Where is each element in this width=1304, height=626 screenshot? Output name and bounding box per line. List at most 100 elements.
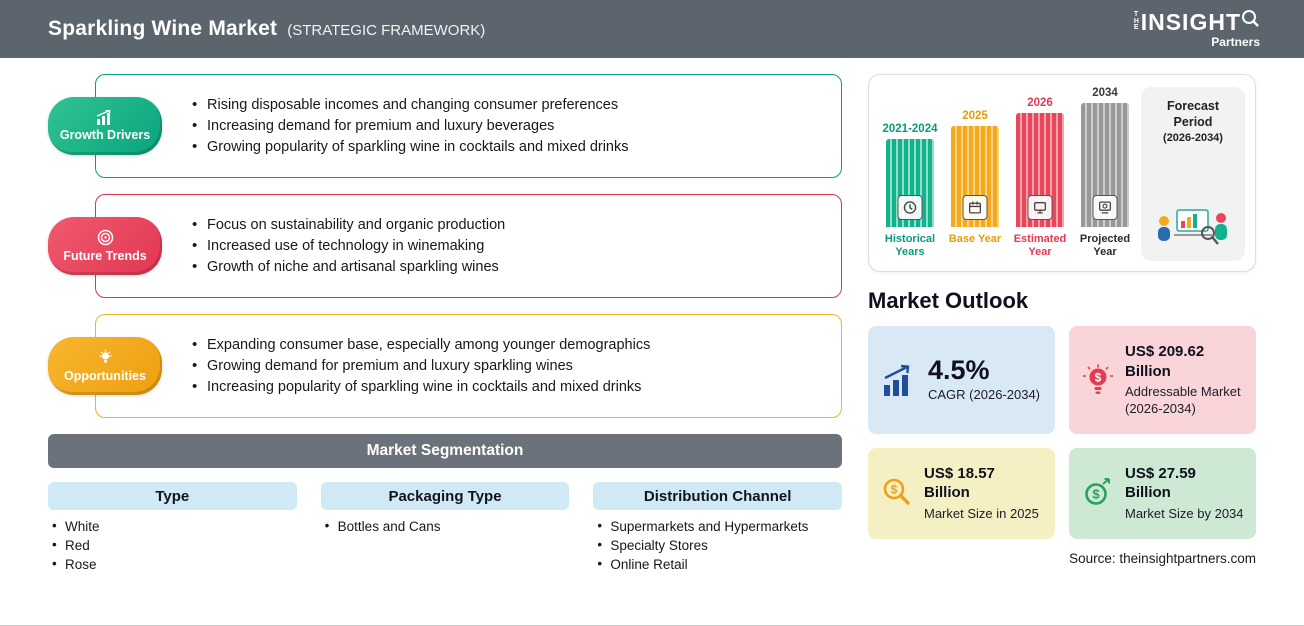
- segment-item: White: [52, 518, 297, 534]
- timeline-year: 2025: [962, 110, 988, 122]
- timeline-caption: Estimated Year: [1013, 233, 1067, 259]
- growth-drivers-label: Growth Drivers: [59, 128, 151, 142]
- segment-header-packaging: Packaging Type: [320, 482, 570, 510]
- header: Sparkling Wine Market (STRATEGIC FRAMEWO…: [0, 0, 1304, 58]
- projector-screen-icon: [1092, 195, 1118, 220]
- future-trends-section: Future Trends Focus on sustainability an…: [48, 194, 842, 298]
- timeline-bar-estimated: [1016, 113, 1064, 227]
- page-subtitle: (STRATEGIC FRAMEWORK): [287, 22, 486, 39]
- timeline-bar-historical: [886, 139, 934, 227]
- magnifier-dollar-icon: $: [880, 476, 914, 510]
- opportunities-label: Opportunities: [64, 369, 146, 383]
- future-trends-box: Focus on sustainability and organic prod…: [95, 194, 842, 298]
- segment-column-packaging: Packaging Type Bottles and Cans: [320, 482, 570, 576]
- timeline-caption: Projected Year: [1079, 233, 1131, 259]
- addressable-market-card: $ US$ 209.62 Billion Addressable Market …: [1069, 326, 1256, 434]
- computer-icon: [1027, 195, 1053, 220]
- opportunities-box: Expanding consumer base, especially amon…: [95, 314, 842, 418]
- lightbulb-icon: [97, 349, 114, 366]
- market-size-2034-text: US$ 27.59 Billion Market Size by 2034: [1125, 464, 1244, 523]
- segment-header-type: Type: [48, 482, 297, 510]
- cagr-card: 4.5% CAGR (2026-2034): [868, 326, 1055, 434]
- logo-the-text: THE: [1133, 11, 1139, 32]
- segment-header-distribution: Distribution Channel: [593, 482, 843, 510]
- forecast-period-range: (2026-2034): [1163, 132, 1223, 145]
- segment-item: Red: [52, 537, 297, 553]
- growth-drivers-section: Growth Drivers Rising disposable incomes…: [48, 74, 842, 178]
- framework-column: Growth Drivers Rising disposable incomes…: [48, 74, 843, 576]
- svg-text:$: $: [891, 483, 898, 497]
- addressable-market-caption: Addressable Market (2026-2034): [1125, 384, 1241, 416]
- segment-column-distribution: Distribution Channel Supermarkets and Hy…: [593, 482, 843, 576]
- opportunities-section: Opportunities Expanding consumer base, e…: [48, 314, 842, 418]
- future-trends-label: Future Trends: [63, 249, 147, 263]
- future-trends-list: Focus on sustainability and organic prod…: [192, 212, 823, 280]
- bullet-item: Growing demand for premium and luxury sp…: [192, 357, 823, 374]
- outlook-cards: 4.5% CAGR (2026-2034) $ US$ 209.62 Billi…: [868, 326, 1256, 539]
- market-segmentation-header: Market Segmentation: [48, 434, 842, 468]
- market-outlook-title: Market Outlook: [868, 288, 1029, 313]
- cagr-card-text: 4.5% CAGR (2026-2034): [928, 354, 1040, 404]
- logo-partners-text: Partners: [1211, 34, 1260, 49]
- dollar-bulb-icon: $: [1081, 363, 1115, 397]
- svg-text:$: $: [1092, 487, 1100, 502]
- timeline-projected: 2034 Projected Year: [1076, 87, 1134, 261]
- market-size-2025-text: US$ 18.57 Billion Market Size in 2025: [924, 464, 1042, 523]
- segment-item: Online Retail: [597, 556, 842, 572]
- growth-drivers-list: Rising disposable incomes and changing c…: [192, 92, 823, 160]
- forecast-period-box: Forecast Period (2026-2034): [1141, 87, 1245, 261]
- addressable-market-value: US$ 209.62 Billion: [1125, 343, 1205, 380]
- timeline-bar-base: [951, 126, 999, 227]
- bullet-item: Increasing popularity of sparkling wine …: [192, 378, 823, 395]
- bullet-item: Expanding consumer base, especially amon…: [192, 336, 823, 353]
- timeline-caption: Historical Years: [884, 233, 936, 259]
- target-icon: [97, 229, 114, 246]
- opportunities-list: Expanding consumer base, especially amon…: [192, 332, 823, 400]
- timeline-year: 2026: [1027, 97, 1053, 109]
- magnifier-icon: [1240, 8, 1260, 32]
- bullet-item: Focus on sustainability and organic prod…: [192, 216, 823, 233]
- svg-text:$: $: [1095, 370, 1102, 384]
- bullet-item: Increased use of technology in winemakin…: [192, 237, 823, 254]
- timeline-historical: 2021-2024 Historical Years: [881, 87, 939, 261]
- market-size-2034-card: $ US$ 27.59 Billion Market Size by 2034: [1069, 447, 1256, 539]
- timeline-caption: Base Year: [948, 233, 1002, 245]
- brand-logo-top: THE INSIGHT: [1133, 8, 1260, 35]
- dollar-growth-icon: $: [1081, 476, 1115, 510]
- market-size-2025-caption: Market Size in 2025: [924, 505, 1039, 521]
- addressable-market-text: US$ 209.62 Billion Addressable Market (2…: [1125, 342, 1244, 418]
- analytics-illustration: [1150, 202, 1236, 255]
- segmentation-columns: Type White Red Rose Packaging Type Bottl…: [48, 482, 843, 576]
- market-size-2034-value: US$ 27.59 Billion: [1125, 464, 1196, 502]
- timeline-card: 2021-2024 Historical Years 2025: [868, 74, 1256, 272]
- opportunities-badge: Opportunities: [48, 337, 162, 395]
- segment-item: Supermarkets and Hypermarkets: [597, 518, 842, 534]
- timeline-estimated: 2026 Estimated Year: [1011, 87, 1069, 261]
- main-content: Growth Drivers Rising disposable incomes…: [0, 58, 1304, 576]
- timeline-year: 2034: [1092, 87, 1118, 99]
- brand-logo: THE INSIGHT Partners: [1133, 8, 1260, 49]
- future-trends-badge: Future Trends: [48, 217, 162, 275]
- segment-column-type: Type White Red Rose: [48, 482, 297, 576]
- source-attribution: Source: theinsightpartners.com: [1069, 550, 1256, 566]
- segment-items-packaging: Bottles and Cans: [321, 518, 570, 534]
- bullet-item: Increasing demand for premium and luxury…: [192, 117, 823, 134]
- market-size-2034-caption: Market Size by 2034: [1125, 505, 1244, 521]
- forecast-period-title: Forecast Period: [1166, 99, 1220, 129]
- bullet-item: Rising disposable incomes and changing c…: [192, 96, 823, 113]
- cagr-value: 4.5%: [928, 354, 990, 385]
- market-size-2025-card: $ US$ 18.57 Billion Market Size in 2025: [868, 447, 1055, 539]
- growth-drivers-badge: Growth Drivers: [48, 97, 162, 155]
- market-size-2025-value: US$ 18.57 Billion: [924, 464, 995, 502]
- timeline-year: 2021-2024: [882, 123, 938, 135]
- segment-items-distribution: Supermarkets and Hypermarkets Specialty …: [593, 518, 842, 572]
- segment-items-type: White Red Rose: [48, 518, 297, 572]
- header-titles: Sparkling Wine Market (STRATEGIC FRAMEWO…: [48, 17, 485, 41]
- growth-drivers-box: Rising disposable incomes and changing c…: [95, 74, 842, 178]
- segment-item: Bottles and Cans: [325, 518, 570, 534]
- logo-insight-text: INSIGHT: [1140, 8, 1241, 35]
- bullet-item: Growth of niche and artisanal sparkling …: [192, 258, 823, 275]
- timeline-bar-projected: [1081, 103, 1129, 227]
- bar-chart-growth-icon: [95, 110, 115, 125]
